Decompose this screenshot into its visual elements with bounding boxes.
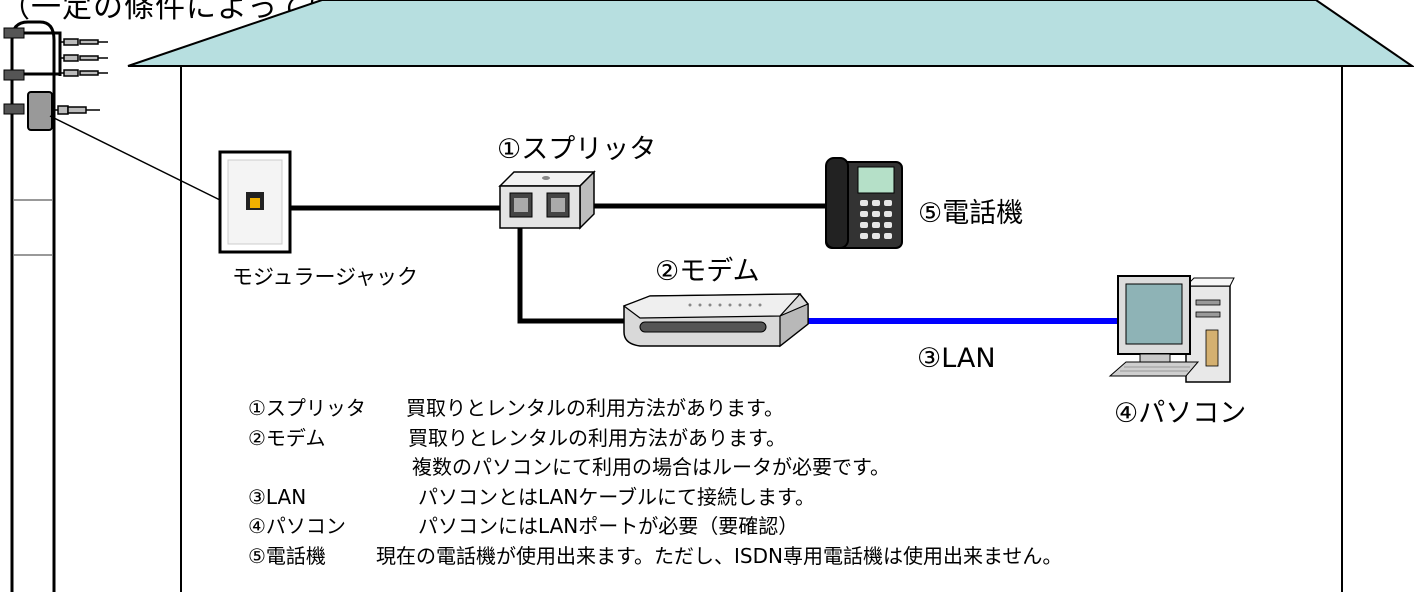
drop-line: [49, 115, 221, 201]
lan-label: ③LAN: [917, 343, 996, 374]
telephone-icon: [825, 157, 903, 249]
modem-icon: [622, 293, 809, 348]
note-text: 複数のパソコンにて利用の場合はルータが必要です。: [412, 455, 890, 479]
modem-label: ②モデム: [655, 256, 760, 287]
note-text: 現在の電話機が使用出来ます。ただし、ISDN専用電話機は使用出来ません。: [376, 543, 1063, 568]
note-term: ③LAN: [248, 484, 307, 509]
note-term: ④パソコン: [248, 514, 346, 538]
note-term: ②モデム: [248, 425, 326, 450]
pc-label: ④パソコン: [1114, 398, 1247, 429]
modular-jack-label: モジュラージャック: [232, 265, 419, 289]
note-text: パソコンにはLANポートが必要（要確認）: [418, 514, 799, 538]
note-term: ⑤電話機: [248, 543, 326, 568]
modular-jack-icon: [218, 150, 292, 254]
note-term: ①スプリッタ: [248, 396, 366, 420]
house-roof: [127, 0, 1414, 67]
note-text: パソコンとはLANケーブルにて接続します。: [418, 484, 816, 509]
pc-icon: [1108, 275, 1235, 383]
phone-label: ⑤電話機: [918, 198, 1024, 229]
phone-line-splitter-to-modem: [517, 206, 628, 324]
note-text: 買取りとレンタルの利用方法があります。: [408, 425, 786, 450]
splitter-icon: [498, 170, 596, 230]
splitter-label: ①スプリッタ: [497, 134, 657, 165]
note-text: 買取りとレンタルの利用方法があります。: [406, 396, 784, 420]
utility-pole-icon: [3, 20, 108, 592]
